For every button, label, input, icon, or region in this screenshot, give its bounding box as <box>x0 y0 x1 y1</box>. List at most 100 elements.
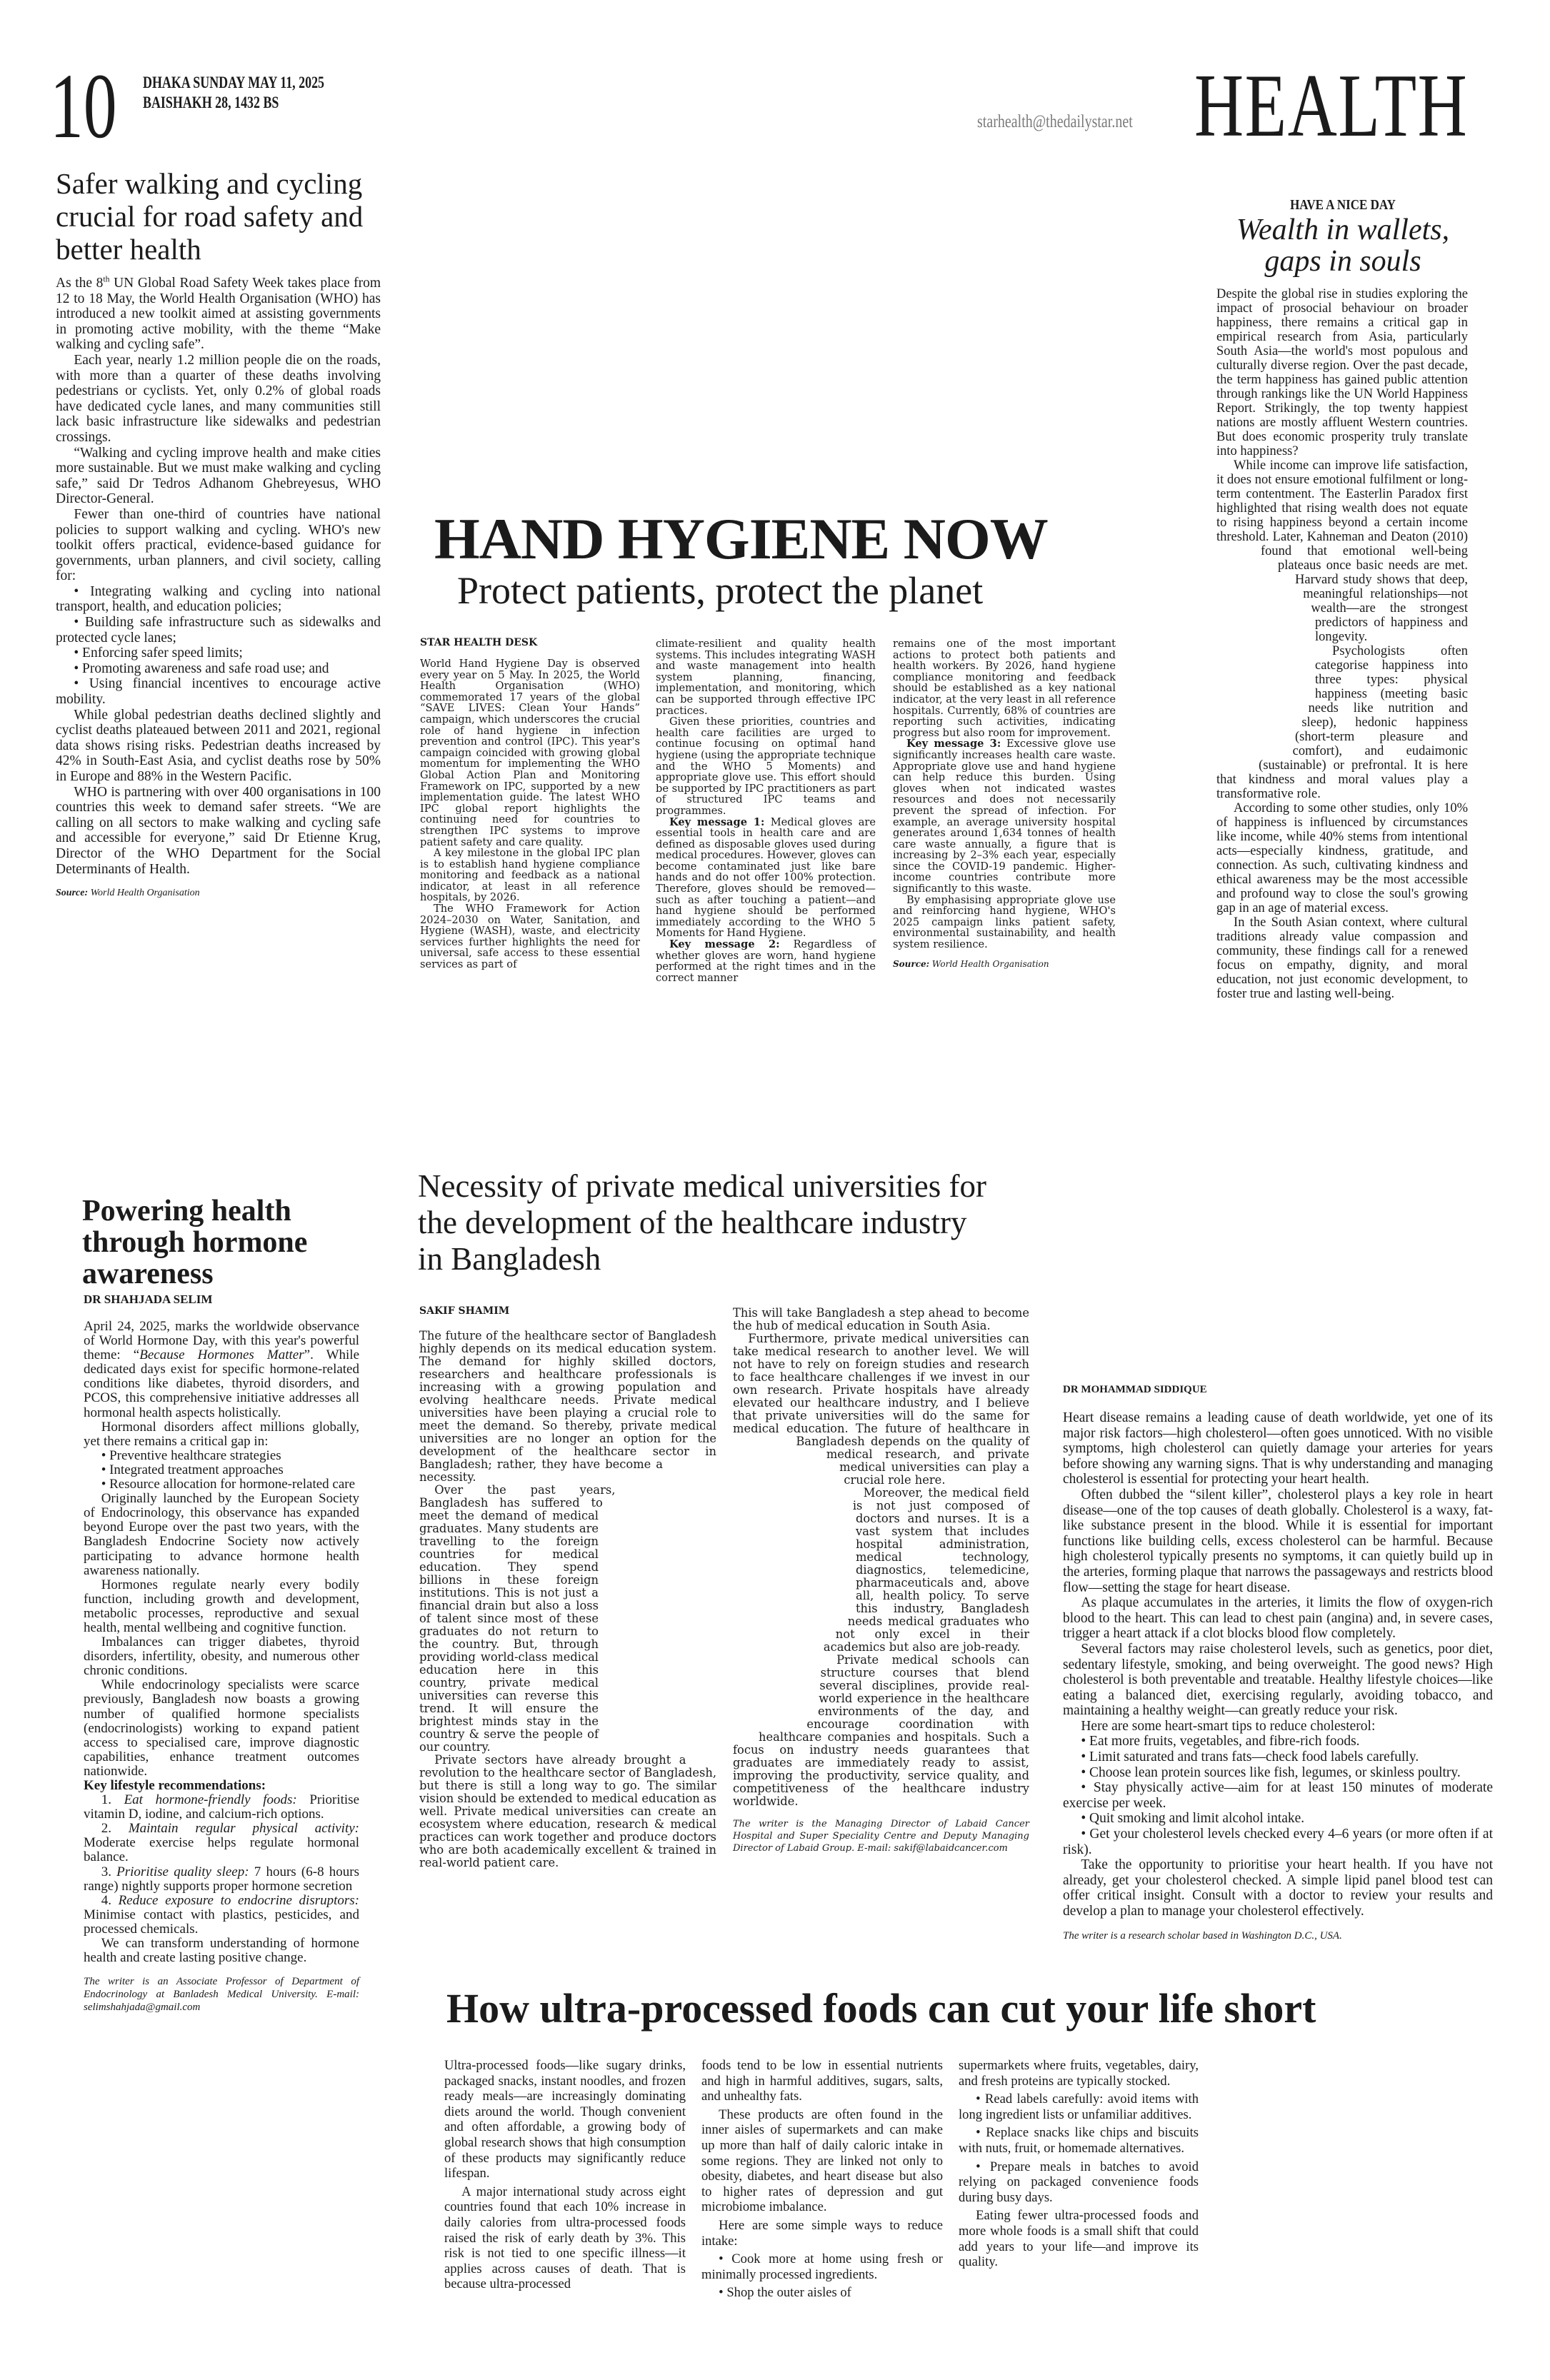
private-med-column-2: This will take Bangladesh a step ahead t… <box>733 1307 1029 1854</box>
paragraph: Imbalances can trigger diabetes, thyroid… <box>84 1635 359 1679</box>
bullet-item: • Enforcing safer speed limits; <box>74 646 243 661</box>
hand-hygiene-column-3: remains one of the most important action… <box>893 638 1116 970</box>
paragraph: Hormonal disorders affect millions globa… <box>84 1419 359 1449</box>
paragraph: Often dubbed the “silent killer”, choles… <box>1063 1487 1493 1595</box>
numbered-item: 1. Eat hormone-friendly foods: Prioritis… <box>84 1792 359 1822</box>
paragraph: Furthermore, private medical universitie… <box>733 1332 1029 1487</box>
numbered-item: 4. Reduce exposure to endocrine disrupto… <box>84 1892 360 1937</box>
paragraph: Fewer than one-third of countries have n… <box>56 506 381 584</box>
paragraph: By emphasising appropriate glove use and… <box>893 893 1116 951</box>
paragraph: Several factors may raise cholesterol le… <box>1063 1641 1493 1719</box>
paragraph: While income can improve life satisfacti… <box>1216 458 1468 644</box>
bullet-item: • Building safe infrastructure such as s… <box>56 615 381 646</box>
bullet-item: • Prepare meals in batches to avoid rely… <box>959 2159 1199 2205</box>
paragraph: supermarkets where fruits, vegetables, d… <box>959 2058 1199 2089</box>
paragraph: A key milestone in the global IPC plan i… <box>420 847 640 904</box>
ultra-column-2: foods tend to be low in essential nutrie… <box>701 2058 943 2301</box>
paragraph: The future of the healthcare sector of B… <box>419 1329 716 1484</box>
paragraph: Key message 1: Medical gloves are essent… <box>656 815 876 940</box>
hand-hygiene-subheadline: Protect patients, protect the planet <box>457 569 984 612</box>
bullet-item: • Preventive healthcare strategies <box>101 1447 281 1463</box>
bullet-item: • Get your cholesterol levels checked ev… <box>1063 1827 1493 1857</box>
bullet-item: • Choose lean protein sources like fish,… <box>1081 1764 1461 1780</box>
paragraph: While endocrinology specialists were sca… <box>84 1677 359 1779</box>
author-note: The writer is an Associate Professor of … <box>84 1976 359 2014</box>
paragraph: Ultra-processed foods—like sugary drinks… <box>444 2058 686 2181</box>
byline: STAR HEALTH DESK <box>420 637 538 648</box>
byline: DR MOHAMMAD SIDDIQUE <box>1063 1384 1207 1395</box>
subheading: Key lifestyle recommendations: <box>84 1778 266 1793</box>
private-med-headline: Necessity of private medical universitie… <box>418 1168 986 1277</box>
bullet-item: • Using financial incentives to encourag… <box>56 676 381 708</box>
cholesterol-body: Heart disease remains a leading cause of… <box>1063 1410 1493 1942</box>
bullet-item: • Eat more fruits, vegetables, and fibre… <box>1081 1734 1360 1749</box>
bullet-item: • Quit smoking and limit alcohol intake. <box>1081 1811 1305 1827</box>
paragraph: Hormones regulate nearly every bodily fu… <box>84 1577 359 1635</box>
paragraph: The WHO Framework for Action 2024–2030 o… <box>420 903 640 971</box>
page-number: 10 <box>50 55 117 158</box>
paragraph: Private medical schools can structure co… <box>733 1653 1029 1808</box>
paragraph: WHO is partnering with over 400 organisa… <box>56 784 381 877</box>
paragraph: Private sectors have already brought a r… <box>419 1753 716 1869</box>
safer-walking-headline: Safer walking and cycling crucial for ro… <box>56 167 364 266</box>
paragraph: Here are some heart-smart tips to reduce… <box>1081 1718 1376 1734</box>
source-credit: Source: World Health Organisation <box>893 958 1049 969</box>
column-kicker: HAVE A NICE DAY <box>1290 197 1396 213</box>
hand-hygiene-headline: HAND HYGIENE NOW <box>434 506 1049 571</box>
source-credit: Source: World Health Organisation <box>56 888 200 899</box>
paragraph: Here are some simple ways to reduce inta… <box>701 2217 943 2249</box>
paragraph: Over the past years, Bangladesh has suff… <box>419 1483 616 1754</box>
paragraph: As plaque accumulates in the arteries, i… <box>1063 1595 1493 1642</box>
wealth-body: Despite the global rise in studies explo… <box>1216 287 1468 1001</box>
paragraph: Originally launched by the European Soci… <box>84 1491 359 1578</box>
paragraph: April 24, 2025, marks the worldwide obse… <box>84 1319 360 1420</box>
bangla-date: BAISHAKH 28, 1432 BS <box>143 94 279 111</box>
paragraph: Despite the global rise in studies explo… <box>1216 287 1468 458</box>
bullet-item: • Read labels carefully: avoid items wit… <box>959 2092 1199 2122</box>
paragraph: World Hand Hygiene Day is observed every… <box>420 658 640 848</box>
numbered-item: 2. Maintain regular physical activity: M… <box>84 1821 359 1865</box>
bullet-item: • Integrating walking and cycling into n… <box>56 583 381 615</box>
bullet-item: • Replace snacks like chips and biscuits… <box>959 2125 1199 2156</box>
paragraph: According to some other studies, only 10… <box>1216 801 1468 915</box>
paragraph: Key message 2: Regardless of whether glo… <box>656 938 876 984</box>
hand-hygiene-column-2: climate-resilient and quality health sys… <box>656 638 876 983</box>
paragraph: Moreover, the medical field is not just … <box>823 1486 1029 1654</box>
paragraph: Eating fewer ultra-processed foods and m… <box>959 2208 1199 2270</box>
bullet-item: • Limit saturated and trans fats—check f… <box>1081 1749 1419 1765</box>
ultra-column-3: supermarkets where fruits, vegetables, d… <box>959 2058 1199 2270</box>
paragraph: Psychologists often categorise happiness… <box>1216 644 1468 801</box>
bullet-item: • Stay physically active—aim for at leas… <box>1063 1780 1493 1811</box>
ultra-processed-headline: How ultra-processed foods can cut your l… <box>446 1985 1316 2032</box>
ultra-column-1: Ultra-processed foods—like sugary drinks… <box>444 2058 686 2292</box>
paragraph: climate-resilient and quality health sys… <box>656 638 876 717</box>
paragraph: “Walking and cycling improve health and … <box>56 445 381 507</box>
author-note: The writer is the Managing Director of L… <box>733 1819 1029 1854</box>
hormone-headline: Powering health through hormone awarenes… <box>82 1195 308 1290</box>
bullet-item: • Integrated treatment approaches <box>101 1462 284 1477</box>
paragraph: We can transform understanding of hormon… <box>84 1936 359 1966</box>
numbered-item: 3. Prioritise quality sleep: 7 hours (6-… <box>84 1864 359 1894</box>
paragraph: Each year, nearly 1.2 million people die… <box>56 352 381 445</box>
wealth-headline: Wealth in wallets, gaps in souls <box>1236 214 1450 278</box>
paragraph: This will take Bangladesh a step ahead t… <box>733 1306 1029 1332</box>
private-med-column-1: The future of the healthcare sector of B… <box>419 1330 716 1869</box>
byline: DR SHAHJADA SELIM <box>84 1292 213 1306</box>
paragraph: Given these priorities, countries and he… <box>656 715 876 817</box>
section-email[interactable]: starhealth@thedailystar.net <box>977 112 1133 131</box>
paragraph: foods tend to be low in essential nutrie… <box>701 2058 943 2104</box>
paragraph: These products are often found in the in… <box>701 2107 943 2215</box>
byline: SAKIF SHAMIM <box>419 1305 510 1317</box>
bullet-item: • Resource allocation for hormone-relate… <box>101 1477 356 1492</box>
paragraph: A major international study across eight… <box>444 2184 686 2292</box>
paragraph: While global pedestrian deaths declined … <box>56 707 381 784</box>
paragraph: Heart disease remains a leading cause of… <box>1063 1410 1493 1487</box>
section-title: HEALTH <box>1194 56 1469 156</box>
paragraph: Take the opportunity to prioritise your … <box>1063 1857 1493 1919</box>
date-line: DHAKA SUNDAY MAY 11, 2025 <box>143 74 325 91</box>
bullet-item: • Promoting awareness and safe road use;… <box>74 661 329 676</box>
paragraph: remains one of the most important action… <box>893 638 1116 739</box>
safer-walking-body: As the 8th UN Global Road Safety Week ta… <box>56 274 381 901</box>
hormone-body: April 24, 2025, marks the worldwide obse… <box>84 1319 360 2014</box>
paragraph: As the 8th UN Global Road Safety Week ta… <box>56 274 381 353</box>
